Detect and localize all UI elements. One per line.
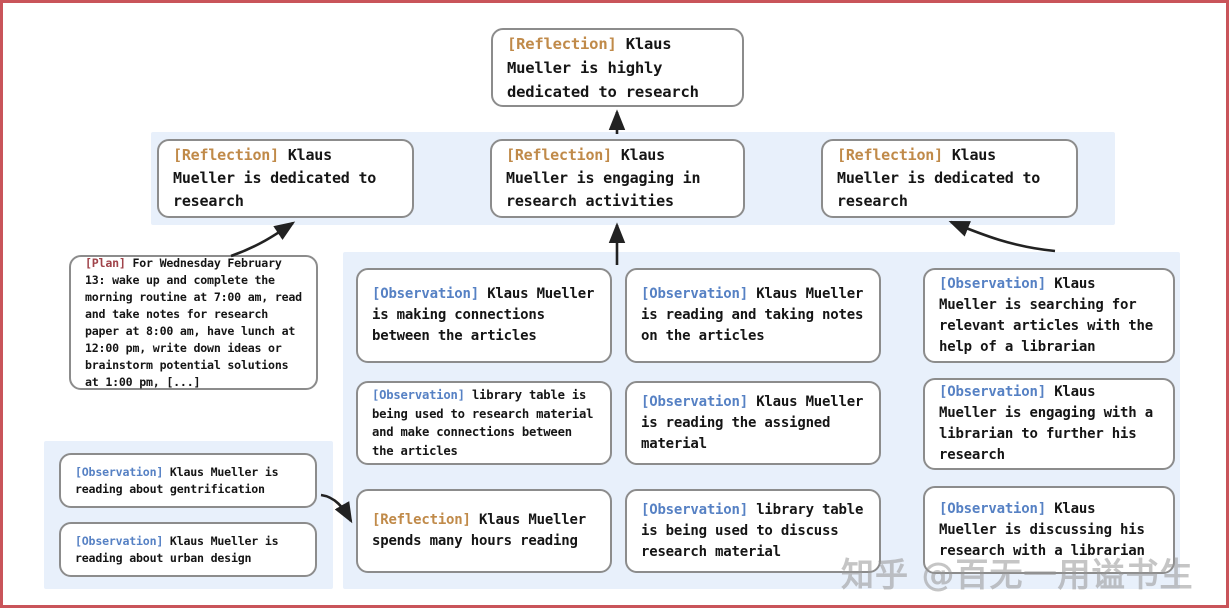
reflection-text: Klaus Mueller is dedicated to research [837, 146, 1041, 210]
reflection-tag: [Reflection] [372, 512, 479, 528]
column-three-node-3[interactable]: [Observation] Klaus Mueller is discussin… [923, 486, 1175, 574]
reflection-text: Klaus Mueller spends many hours reading [372, 512, 586, 549]
reflection-tag: [Reflection] [173, 146, 288, 164]
observation-tag: [Observation] [372, 286, 488, 302]
observation-tag: [Observation] [372, 388, 472, 402]
observation-text: Klaus Mueller is reading and taking note… [641, 286, 864, 344]
observation-text: Klaus Mueller is reading the assigned ma… [641, 393, 864, 452]
observation-tag: [Observation] [75, 464, 170, 479]
plan-text: For Wednesday February 13: wake up and c… [85, 255, 302, 389]
reflection-node-1[interactable]: [Reflection] Klaus Mueller is dedicated … [157, 139, 414, 218]
column-two-node-1[interactable]: [Observation] Klaus Mueller is reading a… [625, 268, 881, 363]
column-three-node-2[interactable]: [Observation] Klaus Mueller is engaging … [923, 378, 1175, 470]
reflection-node-2[interactable]: [Reflection] Klaus Mueller is engaging i… [490, 139, 745, 218]
plan-tag: [Plan] [85, 255, 133, 270]
observation-text: library table is being used to discuss r… [641, 501, 864, 560]
observation-text: Klaus Mueller is making connections betw… [372, 286, 595, 344]
observation-tag: [Observation] [641, 286, 757, 302]
observation-tag: [Observation] [75, 533, 170, 548]
column-one-node-2[interactable]: [Observation] library table is being use… [356, 381, 612, 465]
observation-tag: [Observation] [939, 275, 1055, 292]
observation-text: Klaus Mueller is discussing his research… [939, 500, 1145, 559]
observation-tag: [Observation] [641, 393, 757, 410]
observation-text: Klaus Mueller is searching for relevant … [939, 275, 1153, 355]
observation-tag: [Observation] [939, 500, 1055, 517]
reflection-node-3[interactable]: [Reflection] Klaus Mueller is dedicated … [821, 139, 1078, 218]
observation-text: Klaus Mueller is reading about urban des… [75, 533, 279, 565]
arrow-plan-to-reflection-1 [230, 221, 296, 258]
reflection-text: Klaus Mueller is engaging in research ac… [506, 146, 701, 210]
observation-tag: [Observation] [641, 501, 757, 518]
reflection-text: Klaus Mueller is dedicated to research [173, 146, 377, 210]
column-one-node-1[interactable]: [Observation] Klaus Mueller is making co… [356, 268, 612, 363]
reflection-tag: [Reflection] [507, 34, 626, 53]
left-observation-node-1[interactable]: [Observation] Klaus Mueller is reading a… [59, 453, 317, 508]
observation-text: Klaus Mueller is reading about gentrific… [75, 464, 279, 496]
column-two-node-2[interactable]: [Observation] Klaus Mueller is reading t… [625, 381, 881, 465]
root-reflection-text: Klaus Mueller is highly dedicated to res… [507, 34, 699, 101]
observation-text: library table is being used to research … [372, 388, 594, 458]
column-one-node-3[interactable]: [Reflection] Klaus Mueller spends many h… [356, 489, 612, 573]
arrow-column-three-to-reflection-3 [948, 220, 1056, 253]
plan-node[interactable]: [Plan] For Wednesday February 13: wake u… [69, 255, 318, 390]
left-observation-node-2[interactable]: [Observation] Klaus Mueller is reading a… [59, 522, 317, 577]
column-two-node-3[interactable]: [Observation] library table is being use… [625, 489, 881, 573]
observation-text: Klaus Mueller is engaging with a librari… [939, 384, 1153, 463]
reflection-tag: [Reflection] [837, 146, 952, 164]
column-three-node-1[interactable]: [Observation] Klaus Mueller is searching… [923, 268, 1175, 363]
reflection-tag: [Reflection] [506, 146, 621, 164]
root-reflection-node[interactable]: [Reflection] Klaus Mueller is highly ded… [491, 28, 744, 107]
observation-tag: [Observation] [939, 384, 1055, 400]
